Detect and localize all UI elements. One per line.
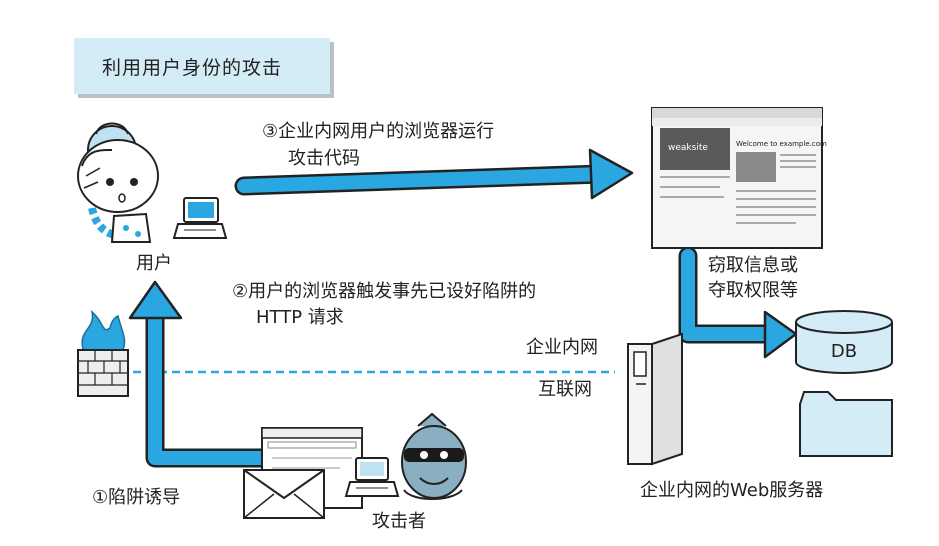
diagram-title: 利用用户身份的攻击 (102, 56, 283, 79)
database-icon: DB (795, 310, 893, 374)
server-label: 企业内网的Web服务器 (640, 480, 824, 501)
email-envelope-icon (243, 469, 325, 519)
step3-label-line1: ③企业内网用户的浏览器运行 (262, 121, 495, 142)
diagram-title-box: 利用用户身份的攻击 (74, 38, 330, 94)
user-laptop-icon (172, 197, 228, 239)
attacker-character-icon (401, 412, 467, 500)
website-screenshot: weaksite Welcome to example.com (651, 107, 827, 249)
user-label: 用户 (136, 253, 172, 274)
step3-label-line2: 攻击代码 (288, 148, 360, 169)
attacker-laptop-icon (344, 457, 400, 497)
steal-label-line1: 窃取信息或 (708, 255, 798, 276)
website-heading: Welcome to example.com (736, 140, 827, 148)
attacker-label: 攻击者 (372, 511, 426, 532)
steal-label-line2: 夺取权限等 (708, 280, 798, 301)
website-brand: weaksite (668, 143, 708, 153)
step2-label-line2: HTTP 请求 (256, 307, 344, 328)
firewall-icon (77, 310, 129, 397)
step1-arrow (128, 280, 272, 468)
step3-arrow (234, 148, 634, 200)
attacker-browser-window (261, 427, 363, 509)
steal-arrow (678, 246, 798, 359)
web-server-icon (627, 332, 683, 466)
internet-label: 互联网 (538, 379, 592, 400)
step1-label: ①陷阱诱导 (92, 487, 181, 508)
db-label: DB (831, 341, 857, 362)
folder-icon (799, 391, 893, 457)
step2-label-line1: ②用户的浏览器触发事先已设好陷阱的 (232, 281, 537, 302)
user-character-icon (77, 122, 159, 243)
intranet-label: 企业内网 (526, 337, 598, 358)
